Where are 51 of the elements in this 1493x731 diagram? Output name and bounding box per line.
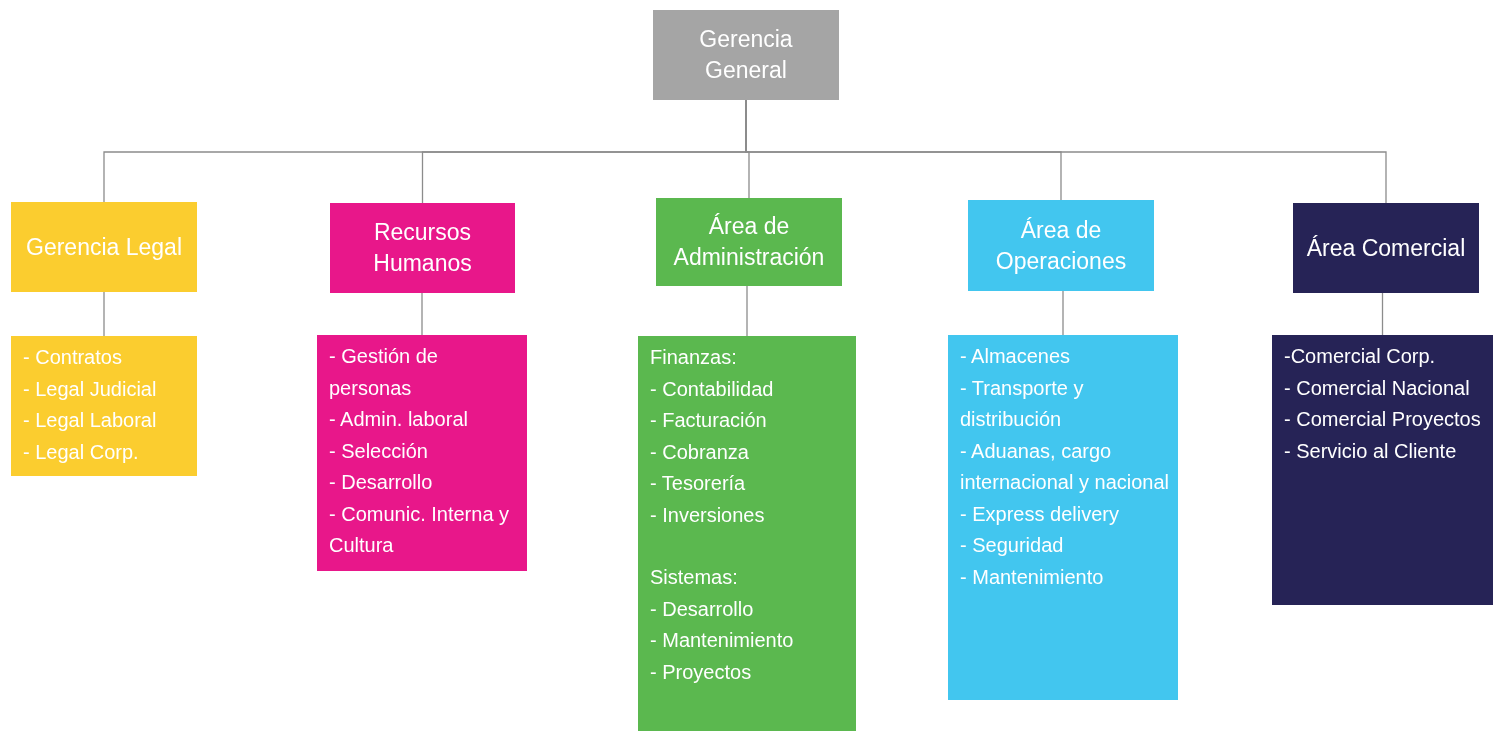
list-item: - Almacenes xyxy=(960,344,1072,369)
list-item: - Contratos xyxy=(23,345,123,370)
connector-line xyxy=(421,292,423,336)
list-item: - Legal Judicial xyxy=(23,376,158,402)
function-list-box xyxy=(638,336,856,731)
department-name: Gerencia Legal xyxy=(26,232,182,262)
list-item: - Mantenimiento xyxy=(650,628,795,653)
department-name: Recursos Humanos xyxy=(372,218,473,278)
list-item: - Legal Laboral xyxy=(23,408,158,433)
connector-line xyxy=(1381,292,1384,336)
list-item: - Servicio al Cliente xyxy=(1284,438,1458,464)
list-item: - Tesorería xyxy=(650,471,747,496)
list-item: - Inversiones xyxy=(650,502,766,528)
function-list-box xyxy=(317,335,527,571)
list-item: - Transporte y distribución xyxy=(960,375,1085,432)
list-item: - Legal Corp. xyxy=(23,439,140,465)
department-name: Área de Operaciones xyxy=(994,215,1128,276)
department-name: Área de Administración xyxy=(672,212,826,272)
connector-line xyxy=(1062,290,1064,336)
list-item: - Contabilidad xyxy=(650,376,775,402)
list-item: - Desarrollo xyxy=(329,470,434,495)
list-item: - Desarrollo xyxy=(650,596,755,622)
list-item: - Seguridad xyxy=(960,533,1065,558)
list-item: - Aduanas, cargo internacional y nacional xyxy=(960,438,1170,495)
list-item: - Facturación xyxy=(650,408,768,433)
department-box xyxy=(656,198,842,286)
department-box xyxy=(11,202,197,292)
department-name: Área Comercial xyxy=(1306,233,1466,263)
department-box xyxy=(1293,203,1479,293)
list-item: - Comercial Nacional xyxy=(1284,375,1471,401)
department-box xyxy=(330,203,515,293)
function-list-box xyxy=(11,336,197,476)
function-list-box xyxy=(1272,335,1493,605)
list-item: - Cobranza xyxy=(650,439,750,465)
list-item: -Comercial Corp. xyxy=(1284,344,1437,369)
list-item: - Admin. laboral xyxy=(329,407,469,432)
list-item: - Comercial Proyectos xyxy=(1284,407,1482,432)
list-item: - Selección xyxy=(329,438,429,464)
connector-line xyxy=(103,291,105,337)
list-item: - Mantenimiento xyxy=(960,564,1105,590)
list-item: - Express delivery xyxy=(960,501,1120,527)
list-item: - Proyectos xyxy=(650,659,753,685)
department-box xyxy=(968,200,1154,291)
list-item: - Gestión de personas xyxy=(329,344,439,401)
function-list-box xyxy=(948,335,1178,700)
list-item: Sistemas: xyxy=(650,565,739,590)
department-box xyxy=(653,10,839,100)
list-item: Finanzas: xyxy=(650,345,738,370)
connector-line xyxy=(746,285,748,337)
list-item: - Comunic. Interna y Cultura xyxy=(329,501,511,558)
department-name: Gerencia General xyxy=(698,25,794,85)
